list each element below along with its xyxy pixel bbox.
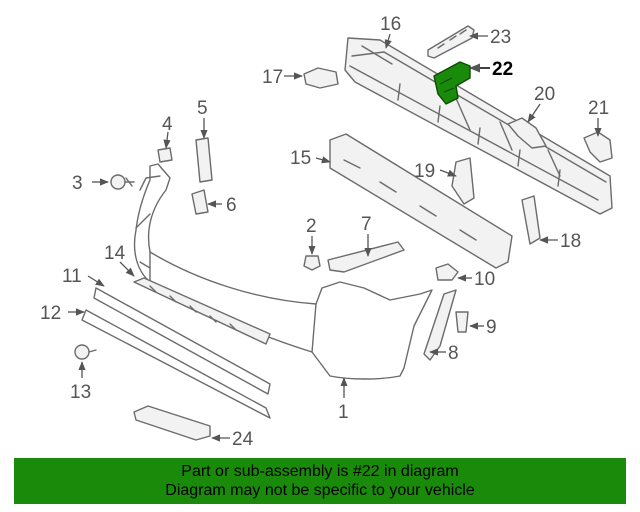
callout-1: 1 (338, 402, 349, 423)
banner-line-part-number: Part or sub-assembly is #22 in diagram (181, 463, 459, 480)
bolt-part-9[interactable] (455, 311, 469, 333)
bracket-part-19[interactable] (451, 157, 475, 205)
clip-part-13[interactable] (74, 344, 97, 360)
energy-absorber-part-15[interactable] (329, 133, 513, 269)
callout-12: 12 (40, 303, 61, 324)
bracket-part-22-highlighted[interactable] (433, 61, 471, 105)
callout-2: 2 (306, 216, 317, 237)
bracket-part-18[interactable] (521, 195, 541, 245)
leader-lines (68, 32, 602, 442)
callout-labels: 1 2 3 4 5 6 7 8 9 10 11 12 13 14 15 16 1… (40, 14, 609, 450)
bracket-part-17[interactable] (303, 67, 339, 89)
valance-strip-part-12[interactable] (81, 309, 271, 419)
bracket-part-23[interactable] (427, 25, 475, 59)
callout-8: 8 (448, 343, 459, 364)
bracket-part-20[interactable] (507, 117, 547, 149)
callout-3: 3 (72, 173, 83, 194)
step-pad-part-14[interactable] (133, 277, 271, 345)
callout-15: 15 (290, 148, 311, 169)
bolt-part-2[interactable] (303, 255, 321, 271)
callout-18: 18 (560, 231, 581, 252)
bracket-part-10[interactable] (435, 263, 459, 281)
callout-16: 16 (380, 14, 401, 35)
bumper-cover-part-1[interactable] (133, 163, 433, 380)
callout-11: 11 (62, 266, 82, 287)
reflector-part-24[interactable] (133, 405, 211, 441)
callout-20: 20 (534, 84, 555, 105)
callout-10: 10 (474, 269, 495, 290)
clip-part-3[interactable] (110, 174, 135, 190)
callout-6: 6 (226, 195, 237, 216)
banner-line-disclaimer: Diagram may not be specific to your vehi… (165, 482, 475, 499)
callout-13: 13 (70, 382, 91, 403)
valance-strip-part-11[interactable] (93, 287, 271, 395)
callout-23: 23 (490, 27, 511, 48)
callout-21: 21 (588, 98, 609, 119)
bracket-part-5[interactable] (195, 137, 213, 183)
callout-5: 5 (197, 98, 208, 119)
bracket-part-4[interactable] (157, 147, 173, 163)
callout-17: 17 (262, 67, 283, 88)
callout-22-highlighted: 22 (492, 59, 513, 80)
callout-14: 14 (104, 243, 126, 264)
bracket-part-21[interactable] (583, 131, 613, 163)
callout-4: 4 (162, 114, 173, 135)
bracket-part-7[interactable] (327, 241, 405, 273)
impact-bar-part-16[interactable] (344, 37, 613, 215)
callout-24: 24 (232, 429, 254, 450)
bracket-part-6[interactable] (191, 189, 209, 215)
part-notice-banner: Part or sub-assembly is #22 in diagram D… (14, 458, 626, 504)
parts-diagram: 1 2 3 4 5 6 7 8 9 10 11 12 13 14 15 16 1… (40, 14, 613, 450)
callout-7: 7 (361, 214, 372, 235)
callout-9: 9 (486, 317, 497, 338)
callout-19: 19 (414, 161, 435, 182)
